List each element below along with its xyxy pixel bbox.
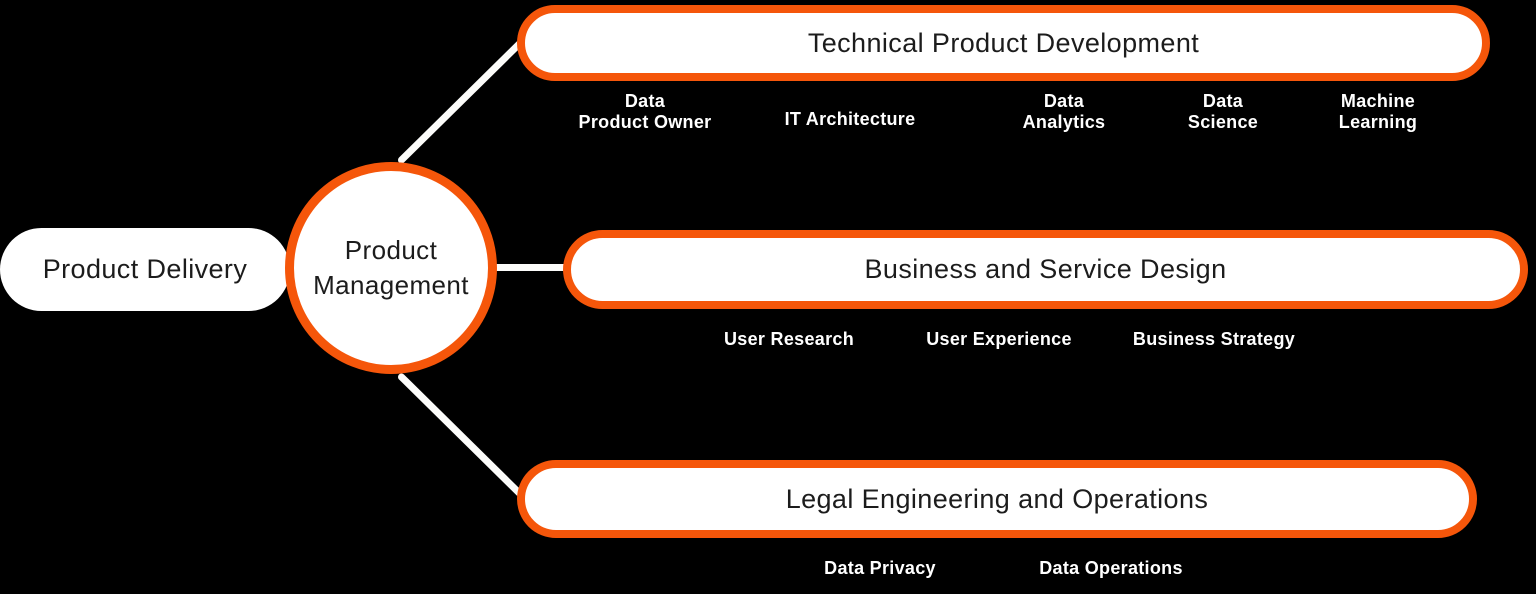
subnode-label-line: Data Operations xyxy=(1039,558,1183,578)
subnode-machine-learning[interactable]: Machine Learning xyxy=(1339,91,1417,133)
subnode-label-line: Data xyxy=(1202,91,1244,111)
subnode-data-operations[interactable]: Data Operations xyxy=(1039,558,1183,579)
node-legal-engineering-and-operations[interactable]: Legal Engineering and Operations xyxy=(517,460,1477,538)
subnode-business-strategy[interactable]: Business Strategy xyxy=(1133,329,1295,350)
subnode-label-line: Analytics xyxy=(1022,112,1106,132)
subnode-label-line: Product Owner xyxy=(578,112,712,132)
node-business-and-service-design[interactable]: Business and Service Design xyxy=(563,230,1528,309)
subnode-label-line: Data Privacy xyxy=(824,558,936,578)
subnode-data-privacy[interactable]: Data Privacy xyxy=(824,558,936,579)
node-technical-product-development[interactable]: Technical Product Development xyxy=(517,5,1490,81)
subnode-user-experience[interactable]: User Experience xyxy=(926,329,1072,350)
subnode-data-product-owner[interactable]: Data Product Owner xyxy=(579,91,712,133)
branch-title: Legal Engineering and Operations xyxy=(785,483,1209,514)
node-product-delivery[interactable]: Product Delivery xyxy=(0,228,290,311)
subnode-label-line: Machine xyxy=(1340,91,1416,111)
branch-title: Technical Product Development xyxy=(807,27,1200,58)
subnode-label-line: Science xyxy=(1187,112,1259,132)
node-product-management-label: Product Management xyxy=(313,235,469,300)
connector-root-to-business xyxy=(478,264,574,271)
node-product-management[interactable]: Product Management xyxy=(285,162,497,374)
subnode-label-line: Learning xyxy=(1338,112,1418,132)
branch-title: Business and Service Design xyxy=(864,254,1227,284)
subnode-data-analytics[interactable]: Data Analytics xyxy=(1023,91,1106,133)
subnode-label-line: Data xyxy=(1043,91,1085,111)
subnode-it-architecture[interactable]: IT Architecture xyxy=(785,109,916,130)
connector-root-to-technical xyxy=(396,35,529,165)
connector-root-to-legal xyxy=(396,372,529,502)
subnode-label-line: Data xyxy=(624,91,666,111)
subnode-label-line: IT Architecture xyxy=(784,109,916,129)
subnode-label-line: User Research xyxy=(724,329,854,349)
subnode-label-line: Business Strategy xyxy=(1132,329,1296,349)
subnode-label-line: User Experience xyxy=(926,329,1072,349)
node-product-delivery-label: Product Delivery xyxy=(42,254,248,284)
subnode-data-science[interactable]: Data Science xyxy=(1188,91,1258,133)
subnode-user-research[interactable]: User Research xyxy=(724,329,854,350)
